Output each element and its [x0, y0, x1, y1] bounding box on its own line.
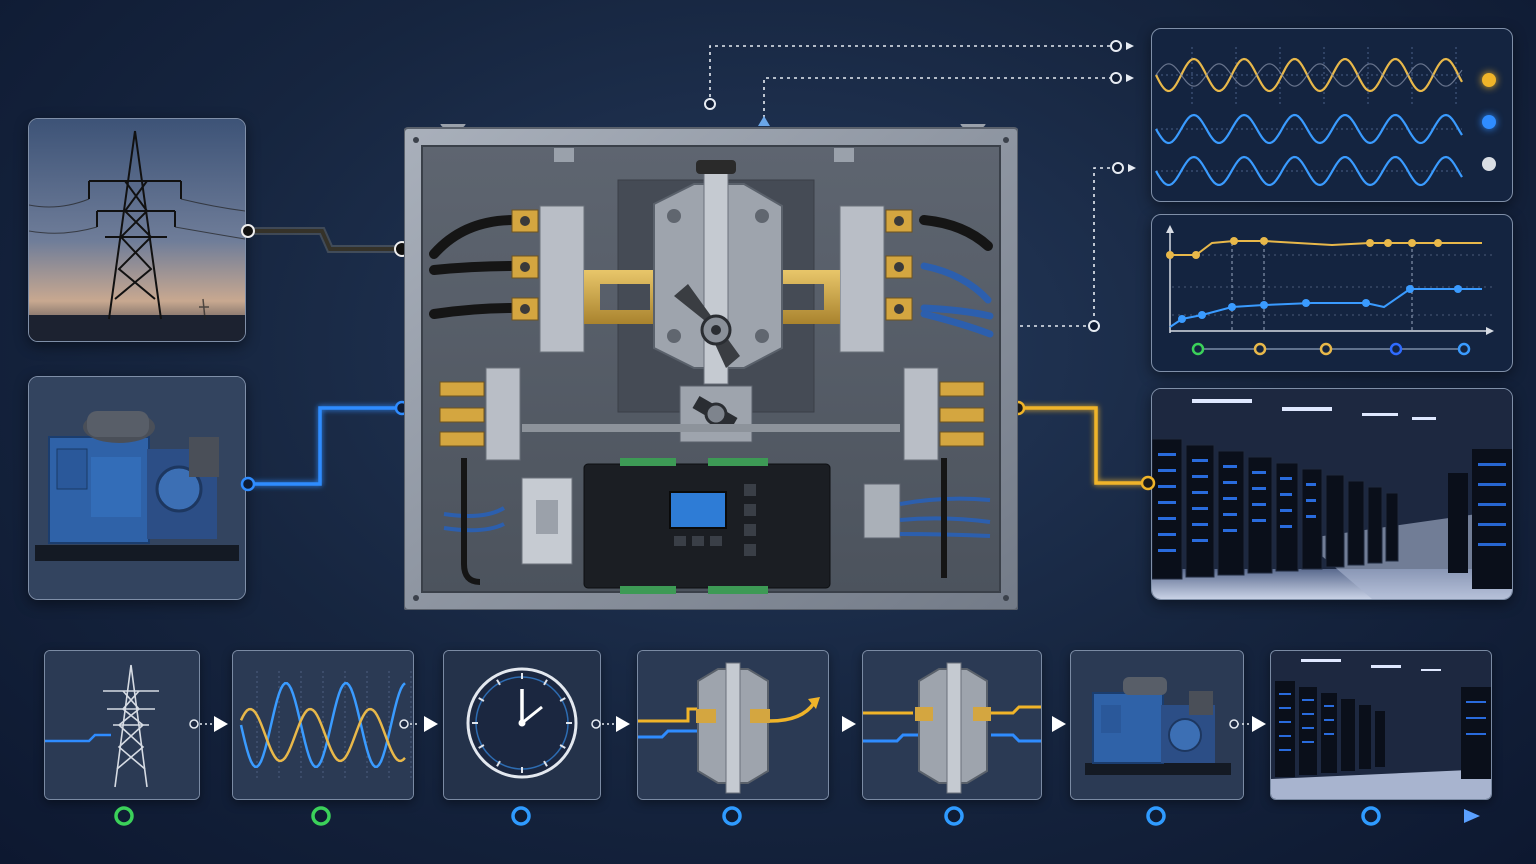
sequence-tile-delay: [443, 650, 601, 800]
indicator-white: [1482, 157, 1496, 171]
server-rack-icon: [1152, 389, 1512, 599]
sequence-tile-datacenter: [1270, 650, 1492, 800]
waveform-trace-3: [1155, 155, 1463, 187]
generator-panel: [28, 376, 246, 600]
tile-wave-blue: [239, 681, 406, 769]
waveform-trace-2: [1155, 113, 1463, 145]
transmission-tower-icon: [45, 651, 199, 799]
generator-node-left: [240, 476, 256, 492]
waveform-panel: [1151, 28, 1513, 202]
data-center-panel: [1151, 388, 1513, 600]
load-feed-line: [1018, 406, 1148, 485]
diesel-generator-icon: [1071, 651, 1243, 799]
trend-graph: [1166, 225, 1494, 356]
transfer-switch-icon: [863, 651, 1041, 799]
waveform-ghost-trace: [1155, 63, 1463, 87]
transfer-switch-icon: [638, 651, 828, 799]
transfer-trend-panel: [1151, 214, 1513, 372]
server-rack-icon: [1271, 651, 1491, 799]
sequence-tile-generator: [1070, 650, 1244, 800]
transmission-tower-icon: [29, 119, 245, 341]
tile-wave-gold: [239, 707, 406, 763]
sine-wave-icon: [233, 651, 413, 799]
sine-wave-icon: [1155, 47, 1463, 187]
indicator-gold: [1482, 73, 1496, 87]
load-node-right: [1140, 475, 1156, 491]
diesel-generator-icon: [29, 377, 245, 599]
monitor-line-2: [763, 77, 1110, 118]
sequence-tile-waveform: [232, 650, 414, 800]
indicator-blue: [1482, 115, 1496, 129]
waveform-trace-1: [1155, 57, 1463, 93]
utility-tower-panel: [28, 118, 246, 342]
transfer-switch-cabinet: [404, 124, 1018, 610]
monitor-line-3: [1020, 167, 1112, 327]
monitor-line-1: [709, 45, 1110, 104]
utility-node-left: [241, 224, 255, 238]
sequence-tile-connected: [862, 650, 1042, 800]
generator-feed-line: [248, 406, 402, 486]
utility-feed-line: [248, 229, 402, 251]
sequence-tile-transfer: [637, 650, 829, 800]
clock-icon: [444, 651, 600, 799]
sequence-tile-utility: [44, 650, 200, 800]
